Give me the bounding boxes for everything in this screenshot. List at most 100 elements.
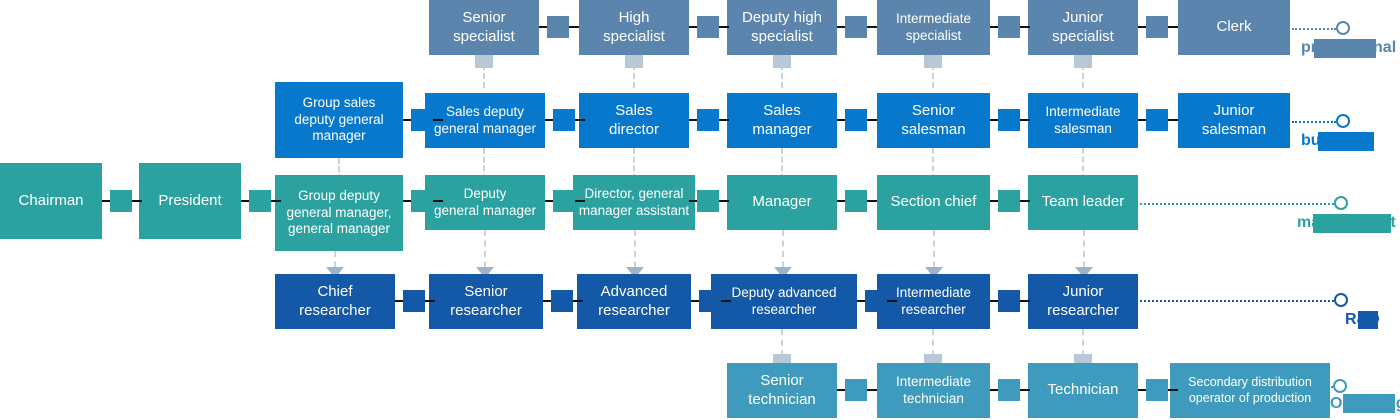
chain-connector — [857, 290, 897, 312]
connector-stem — [1082, 329, 1084, 367]
connector-stem — [483, 148, 485, 180]
node-group-sales-deputy-general-manager[interactable]: Group sales deputy general manager — [275, 82, 403, 158]
chain-connector — [545, 190, 585, 212]
connector-line-right — [573, 300, 583, 302]
node-sales-manager[interactable]: Sales manager — [727, 93, 837, 148]
connector-line-right — [132, 200, 142, 202]
vertical-connector-arrow — [1075, 230, 1093, 278]
connector-cap — [625, 55, 643, 68]
node-chief-researcher[interactable]: Chief researcher — [275, 274, 395, 329]
connector-line-left — [543, 300, 553, 302]
node-clerk[interactable]: Clerk — [1178, 0, 1290, 55]
node-director-general-manager-assistant[interactable]: Director, general manager assistant — [573, 175, 695, 230]
node-advanced-researcher[interactable]: Advanced researcher — [577, 274, 691, 329]
connector-line-left — [102, 200, 112, 202]
connector-stem — [338, 158, 340, 180]
vertical-connector-arrow — [925, 230, 943, 278]
node-intermediate-salesman[interactable]: Intermediate salesman — [1028, 93, 1138, 148]
connector-line-left — [689, 200, 699, 202]
node-senior-technician[interactable]: Senior technician — [727, 363, 837, 418]
node-high-specialist[interactable]: High specialist — [579, 0, 689, 55]
chain-connector — [990, 190, 1030, 212]
lead-ring-marker — [1336, 21, 1350, 35]
lead-dotted-line — [1292, 121, 1336, 123]
connector-line-left — [691, 300, 701, 302]
connector-stem — [1083, 230, 1085, 278]
lead-dotted-line — [1292, 28, 1336, 30]
connector-line-left — [545, 119, 555, 121]
connector-square — [411, 109, 433, 131]
chain-connector — [990, 16, 1030, 38]
connector-arrowhead — [1075, 267, 1093, 278]
chain-connector — [689, 16, 729, 38]
connector-arrowhead — [774, 267, 792, 278]
chain-connector — [403, 190, 443, 212]
node-manager[interactable]: Manager — [727, 175, 837, 230]
connector-stem — [781, 55, 783, 88]
node-junior-specialist[interactable]: Junior specialist — [1028, 0, 1138, 55]
node-group-deputy-general-manager[interactable]: Group deputy general manager, general ma… — [275, 175, 403, 251]
node-intermediate-technician[interactable]: Intermediate technician — [877, 363, 990, 418]
node-deputy-general-manager[interactable]: Deputy general manager — [425, 175, 545, 230]
node-junior-salesman[interactable]: Junior salesman — [1178, 93, 1290, 148]
connector-square — [411, 190, 433, 212]
connector-line-left — [990, 200, 1000, 202]
connector-square — [998, 16, 1020, 38]
overlay-swatch — [1314, 39, 1376, 58]
connector-line-left — [1138, 26, 1148, 28]
node-deputy-high-specialist[interactable]: Deputy high specialist — [727, 0, 837, 55]
connector-stem — [633, 148, 635, 180]
vertical-connector — [773, 55, 791, 88]
connector-square — [845, 190, 867, 212]
node-senior-researcher[interactable]: Senior researcher — [429, 274, 543, 329]
node-technician[interactable]: Technician — [1028, 363, 1138, 418]
chain-connector — [689, 109, 729, 131]
connector-square — [553, 190, 575, 212]
connector-line-right — [575, 119, 585, 121]
node-team-leader[interactable]: Team leader — [1028, 175, 1138, 230]
connector-stem — [633, 55, 635, 88]
node-junior-researcher[interactable]: Junior researcher — [1028, 274, 1138, 329]
connector-square — [553, 109, 575, 131]
chain-connector — [837, 109, 877, 131]
chain-connector — [990, 290, 1030, 312]
connector-square — [699, 290, 721, 312]
connector-stem — [334, 251, 336, 278]
node-intermediate-specialist[interactable]: Intermediate specialist — [877, 0, 990, 55]
vertical-connector — [773, 148, 791, 180]
vertical-connector-arrow — [626, 230, 644, 278]
connector-line-right — [425, 300, 435, 302]
vertical-connector — [1074, 148, 1092, 180]
node-secondary-distribution-operator[interactable]: Secondary distribution operator of produ… — [1170, 363, 1330, 418]
connector-cap — [475, 55, 493, 68]
vertical-connector-arrow — [476, 230, 494, 278]
chain-connector — [691, 290, 731, 312]
chain-connector — [241, 190, 281, 212]
node-senior-salesman[interactable]: Senior salesman — [877, 93, 990, 148]
overlay-swatch — [1358, 311, 1378, 329]
chain-connector — [837, 190, 877, 212]
node-sales-director[interactable]: Sales director — [579, 93, 689, 148]
node-sales-deputy-general-manager[interactable]: Sales deputy general manager — [425, 93, 545, 148]
node-section-chief[interactable]: Section chief — [877, 175, 990, 230]
connector-line-left — [1138, 389, 1148, 391]
node-intermediate-researcher[interactable]: Intermediate researcher — [877, 274, 990, 329]
chain-connector — [837, 379, 877, 401]
node-president[interactable]: President — [139, 163, 241, 239]
overlay-swatch — [1313, 214, 1391, 233]
lead-ring-marker — [1336, 114, 1350, 128]
connector-line-left — [395, 300, 405, 302]
chain-connector — [543, 290, 583, 312]
node-deputy-advanced-researcher[interactable]: Deputy advanced researcher — [711, 274, 857, 329]
connector-line-left — [990, 389, 1000, 391]
lead-dotted-line — [1140, 203, 1334, 205]
node-senior-specialist[interactable]: Senior specialist — [429, 0, 539, 55]
node-chairman[interactable]: Chairman — [0, 163, 102, 239]
connector-line-right — [719, 26, 729, 28]
connector-arrowhead — [925, 267, 943, 278]
vertical-connector — [1074, 55, 1092, 88]
lead-ring-marker — [1334, 293, 1348, 307]
connector-line-left — [403, 119, 413, 121]
overlay-swatch — [1318, 132, 1374, 151]
vertical-connector — [475, 148, 493, 180]
